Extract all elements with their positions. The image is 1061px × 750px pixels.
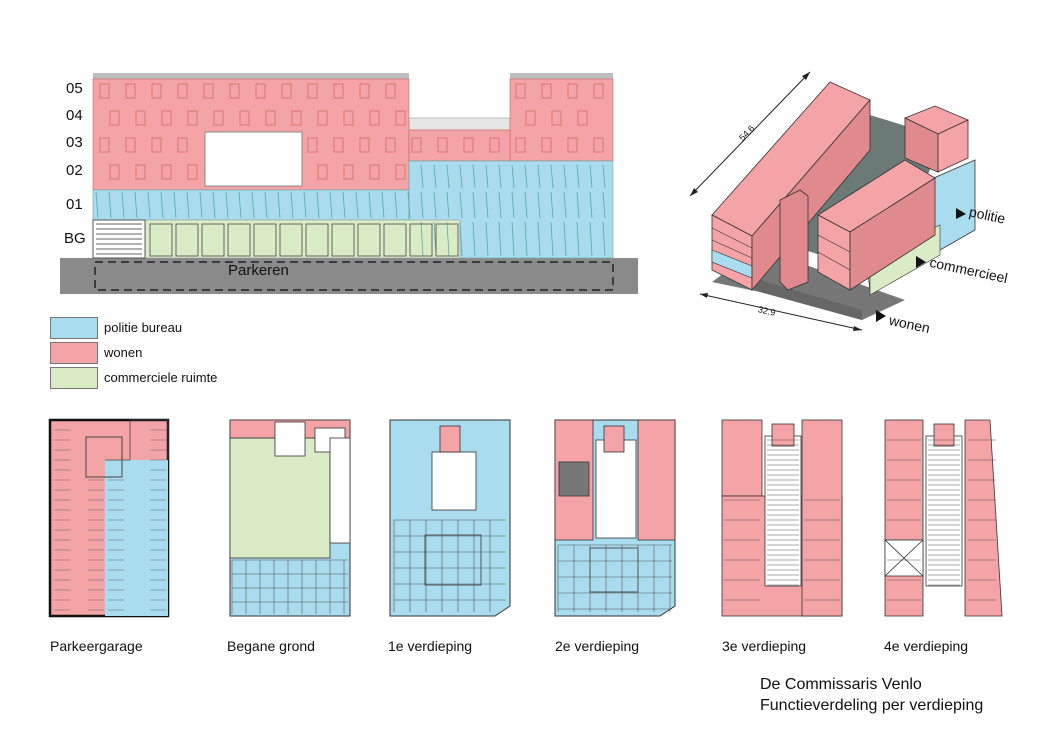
floor-label-bg: BG (64, 230, 86, 247)
legend-label-politie: politie bureau (104, 320, 183, 335)
parking-label: Parkeren (228, 262, 289, 279)
title-line-1: De Commissaris Venlo (760, 676, 922, 693)
floor-label-04: 04 (66, 107, 83, 124)
floor-label-05: 05 (66, 80, 83, 97)
floor-label-01: 01 (66, 196, 83, 213)
floor-label-02: 02 (66, 162, 83, 179)
legend-swatch-commercieel (50, 367, 98, 389)
floor-label-03: 03 (66, 134, 83, 151)
plan-caption-parkeergarage: Parkeergarage (50, 638, 143, 654)
plan-caption-3e-verdieping: 3e verdieping (722, 638, 807, 654)
plan-caption-1e-verdieping: 1e verdieping (388, 638, 473, 654)
plan-caption-begane-grond: Begane grond (227, 638, 315, 654)
plan-caption-4e-verdieping: 4e verdieping (884, 638, 969, 654)
plan-caption-2e-verdieping: 2e verdieping (555, 638, 640, 654)
title-line-2: Functieverdeling per verdieping (760, 697, 984, 714)
legend-swatch-politie (50, 317, 98, 339)
legend-label-commercieel: commerciele ruimte (104, 370, 218, 385)
legend-swatch-wonen (50, 342, 98, 364)
legend-label-wonen: wonen (104, 345, 143, 360)
